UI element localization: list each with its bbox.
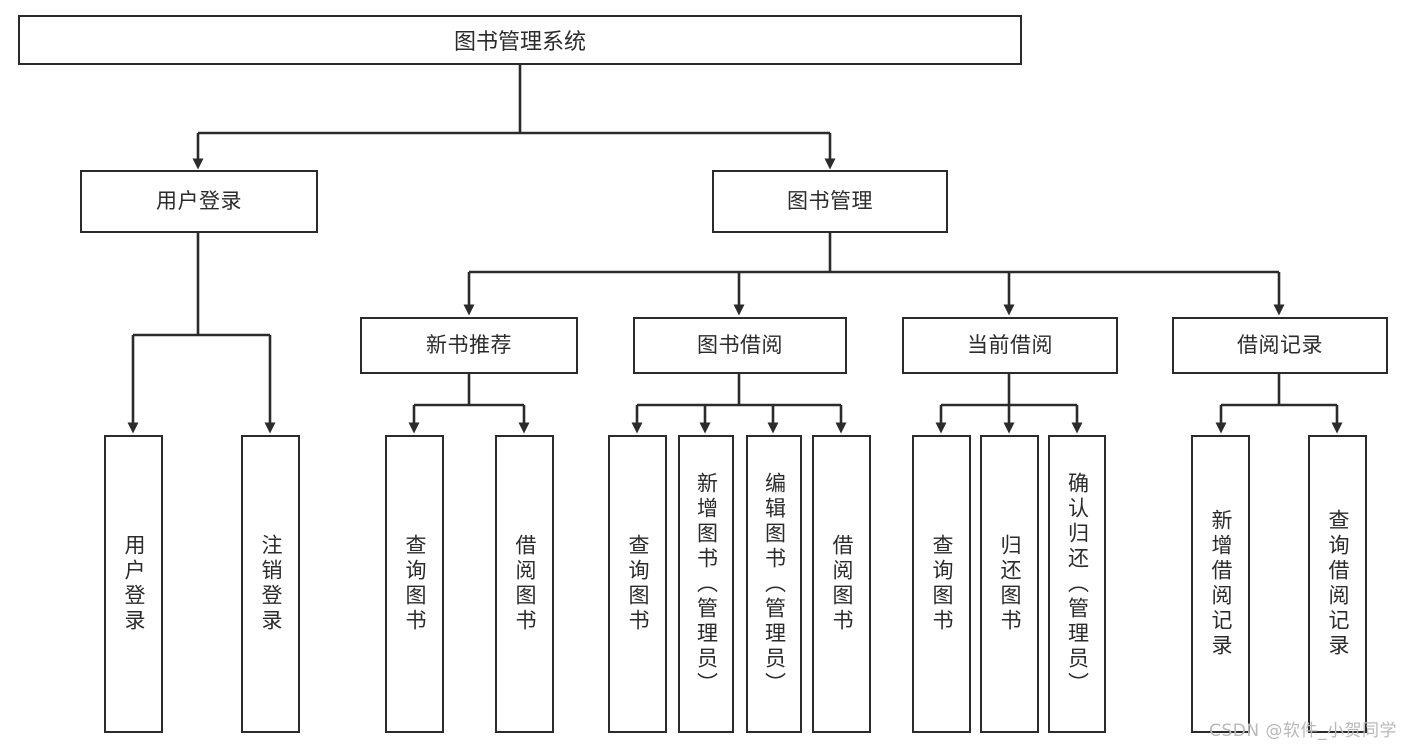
node-new-book-recommend[interactable]: 新书推荐 — [360, 317, 578, 374]
node-label: 确认归还（管理员） — [1065, 471, 1090, 697]
node-label: 借阅记录 — [1237, 332, 1323, 357]
node-label: 查询借阅记录 — [1326, 509, 1350, 659]
node-user-login[interactable]: 用户登录 — [80, 170, 318, 233]
leaf-record-query[interactable]: 查询借阅记录 — [1308, 435, 1367, 733]
node-label: 用户登录 — [122, 534, 146, 634]
node-label: 用户登录 — [156, 188, 242, 213]
node-borrow-record[interactable]: 借阅记录 — [1172, 317, 1388, 374]
leaf-user-login-logout[interactable]: 注销登录 — [241, 435, 300, 733]
leaf-record-add[interactable]: 新增借阅记录 — [1191, 435, 1250, 733]
leaf-new-book-borrow[interactable]: 借阅图书 — [495, 435, 554, 733]
node-label: 查询图书 — [403, 534, 427, 634]
leaf-user-login-login[interactable]: 用户登录 — [104, 435, 163, 733]
node-current-borrow[interactable]: 当前借阅 — [902, 317, 1118, 374]
leaf-current-query-book[interactable]: 查询图书 — [912, 435, 971, 733]
leaf-borrow-query-book[interactable]: 查询图书 — [608, 435, 667, 733]
leaf-borrow-borrow-book[interactable]: 借阅图书 — [812, 435, 871, 733]
watermark-text: CSDN @软件_小贺同学 — [1209, 721, 1397, 741]
node-label: 编辑图书（管理员） — [762, 471, 787, 697]
node-book-management[interactable]: 图书管理 — [712, 170, 948, 233]
leaf-current-return-book[interactable]: 归还图书 — [980, 435, 1039, 733]
node-label: 新增借阅记录 — [1209, 509, 1233, 659]
node-label: 借阅图书 — [513, 534, 537, 634]
node-label: 图书管理 — [787, 188, 873, 213]
node-root-book-management-system[interactable]: 图书管理系统 — [18, 15, 1022, 65]
node-label: 图书管理系统 — [453, 30, 586, 55]
node-label: 查询图书 — [930, 534, 954, 634]
node-label: 归还图书 — [998, 534, 1022, 634]
node-book-borrow[interactable]: 图书借阅 — [633, 317, 847, 374]
node-label: 图书借阅 — [697, 332, 783, 357]
node-label: 新书推荐 — [426, 332, 512, 357]
leaf-current-confirm-return[interactable]: 确认归还（管理员） — [1048, 435, 1106, 733]
node-label: 新增图书（管理员） — [694, 471, 719, 697]
node-label: 当前借阅 — [967, 332, 1053, 357]
leaf-new-book-query[interactable]: 查询图书 — [385, 435, 444, 733]
node-label: 查询图书 — [626, 534, 650, 634]
node-label: 注销登录 — [259, 534, 283, 634]
leaf-borrow-add-book[interactable]: 新增图书（管理员） — [678, 435, 734, 733]
node-label: 借阅图书 — [830, 534, 854, 634]
leaf-borrow-edit-book[interactable]: 编辑图书（管理员） — [746, 435, 802, 733]
